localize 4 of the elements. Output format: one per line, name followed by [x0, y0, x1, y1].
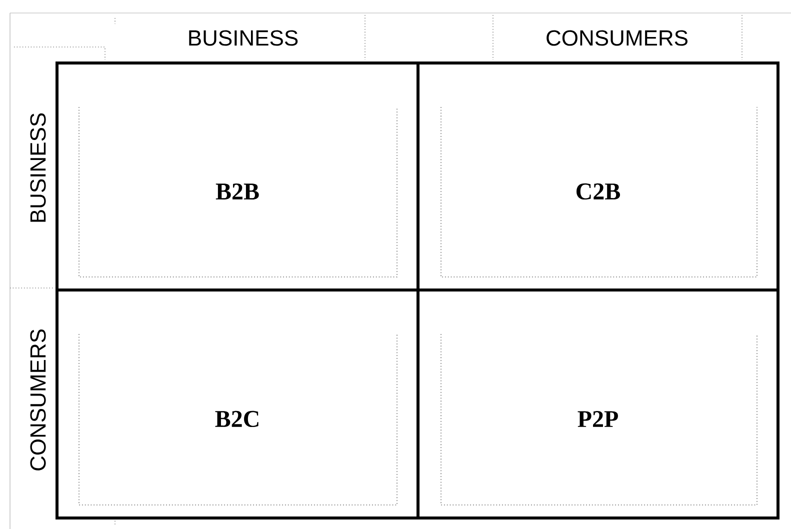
matrix-cell: C2B: [416, 62, 780, 292]
matrix-cell: B2B: [56, 62, 420, 292]
matrix-cell: P2P: [416, 288, 780, 520]
matrix-cell: B2C: [56, 288, 420, 520]
